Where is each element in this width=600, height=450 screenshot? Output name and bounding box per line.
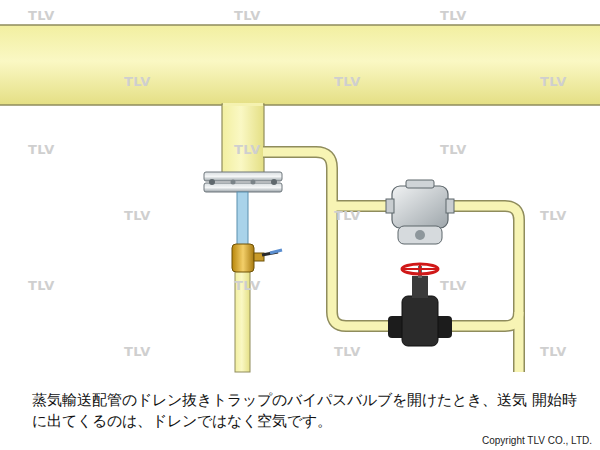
watermark: TLV [334, 344, 361, 359]
bypass-valve [388, 264, 452, 346]
watermark: TLV [28, 278, 55, 293]
ball-valve [232, 244, 282, 272]
watermark: TLV [334, 208, 361, 223]
watermark: TLV [440, 278, 467, 293]
watermark: TLV [28, 8, 55, 23]
watermark: TLV [124, 208, 151, 223]
copyright-note: Copyright TLV CO., LTD. [482, 435, 592, 446]
watermark: TLV [440, 8, 467, 23]
drop-leg-joint [223, 103, 263, 106]
watermark: TLV [234, 8, 261, 23]
flange [204, 172, 282, 192]
steam-trap [386, 180, 454, 244]
trap-piping [263, 152, 519, 372]
watermark: TLV [234, 278, 261, 293]
watermark: TLV [540, 208, 567, 223]
steam-main [0, 25, 600, 105]
watermark: TLV [124, 344, 151, 359]
blow-pipe [237, 192, 248, 248]
watermark: TLV [28, 142, 55, 157]
caption: 蒸気輸送配管のドレン抜きトラップのバイパスバルブを開けたとき、送気 開始時に出て… [32, 390, 584, 432]
watermark: TLV [540, 344, 567, 359]
watermark: TLV [540, 74, 567, 89]
watermark: TLV [234, 142, 261, 157]
watermark: TLV [124, 74, 151, 89]
watermark: TLV [440, 142, 467, 157]
drop-leg [222, 104, 264, 174]
watermark: TLV [334, 74, 361, 89]
